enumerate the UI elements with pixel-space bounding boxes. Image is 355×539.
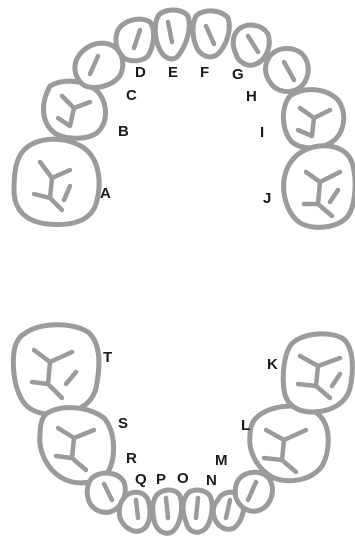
tooth-o-groove — [193, 495, 201, 521]
tooth-a-groove — [31, 159, 73, 213]
tooth-s-groove — [53, 425, 97, 473]
tooth-n-groove — [223, 497, 233, 521]
tooth-t-groove — [29, 347, 79, 401]
tooth-g-groove — [245, 33, 261, 55]
label-s: S — [118, 415, 128, 432]
label-g: G — [232, 66, 244, 83]
upper-arch: A B C D E F G H I J — [11, 7, 355, 230]
label-h: H — [246, 88, 257, 105]
tooth-k[interactable] — [280, 331, 355, 415]
tooth-p[interactable] — [150, 487, 185, 536]
tooth-l-groove — [261, 427, 309, 475]
tooth-e[interactable] — [152, 7, 192, 62]
tooth-a[interactable] — [11, 136, 102, 227]
tooth-d[interactable] — [113, 16, 157, 64]
label-q: Q — [135, 471, 147, 488]
tooth-k-groove — [295, 353, 343, 401]
label-p: P — [156, 471, 166, 488]
tooth-i-groove — [295, 105, 333, 139]
tooth-c-groove — [87, 53, 101, 77]
label-n: N — [206, 472, 217, 489]
lower-arch: K L M N O P Q R S T — [10, 322, 355, 536]
label-k: K — [267, 356, 278, 373]
label-m: M — [215, 452, 228, 469]
label-i: I — [260, 124, 264, 141]
tooth-c[interactable] — [72, 40, 126, 90]
label-l: L — [241, 417, 250, 434]
label-c: C — [126, 87, 137, 104]
tooth-l[interactable] — [247, 403, 331, 484]
label-d: D — [135, 64, 146, 81]
tooth-h-groove — [281, 59, 297, 83]
tooth-i[interactable] — [281, 87, 347, 151]
tooth-c-crown — [72, 40, 126, 90]
tooth-e-groove — [165, 19, 175, 45]
label-o: O — [177, 470, 189, 487]
label-e: E — [168, 64, 178, 81]
tooth-a-crown — [11, 136, 102, 227]
tooth-h[interactable] — [263, 46, 311, 95]
tooth-j[interactable] — [281, 143, 355, 230]
label-b: B — [118, 123, 129, 140]
tooth-p-groove — [163, 495, 171, 521]
label-j: J — [263, 190, 271, 207]
tooth-r[interactable] — [84, 470, 128, 515]
tooth-b-groove — [55, 93, 93, 129]
tooth-g[interactable] — [230, 22, 272, 68]
tooth-f-groove — [203, 23, 217, 47]
tooth-o[interactable] — [180, 487, 215, 535]
tooth-m-groove — [245, 479, 259, 503]
tooth-d-groove — [131, 27, 143, 51]
label-r: R — [126, 450, 137, 467]
tooth-r-groove — [101, 481, 115, 503]
tooth-t-crown — [10, 322, 102, 417]
tooth-m[interactable] — [232, 469, 275, 514]
tooth-f[interactable] — [190, 8, 232, 60]
tooth-q[interactable] — [116, 489, 153, 534]
label-a: A — [100, 185, 111, 202]
tooth-q-groove — [133, 497, 141, 521]
tooth-t[interactable] — [10, 322, 102, 417]
tooth-j-groove — [301, 169, 343, 219]
tooth-l-crown — [247, 403, 331, 484]
tooth-q-crown — [116, 489, 153, 534]
label-t: T — [103, 349, 112, 366]
label-f: F — [200, 64, 209, 81]
